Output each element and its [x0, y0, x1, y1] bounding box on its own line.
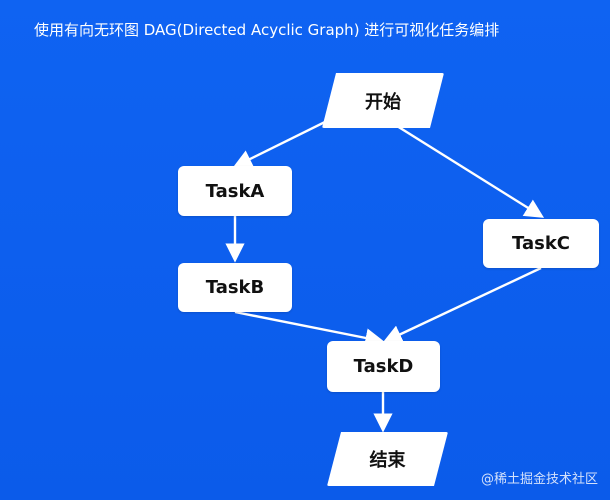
task-c-label: TaskC	[512, 233, 570, 254]
start-node: 开始	[322, 73, 444, 128]
edge-start-to-taska	[232, 116, 334, 168]
start-node-label: 开始	[365, 91, 401, 113]
source-watermark: @稀土掘金技术社区	[480, 472, 598, 487]
end-node: 结束	[327, 432, 448, 486]
task-b-label: TaskB	[205, 277, 265, 298]
task-b-node: TaskB	[178, 263, 292, 312]
edge-start-to-taskc	[396, 124, 545, 218]
task-a-label: TaskA	[205, 180, 265, 202]
end-node-shape	[327, 432, 448, 486]
diagram-title: 使用有向无环图 DAG(Directed Acyclic Graph) 进行可视…	[34, 21, 500, 39]
task-c-node: TaskC	[483, 219, 599, 268]
edge-taskc-to-taskd	[382, 266, 542, 344]
edge-taskb-to-taskd	[234, 310, 385, 348]
task-d-label: TaskD	[353, 356, 414, 377]
task-d-node: TaskD	[327, 341, 440, 392]
start-node-shape	[322, 73, 444, 128]
end-node-label: 结束	[369, 450, 406, 471]
task-a-node: TaskA	[178, 166, 292, 216]
